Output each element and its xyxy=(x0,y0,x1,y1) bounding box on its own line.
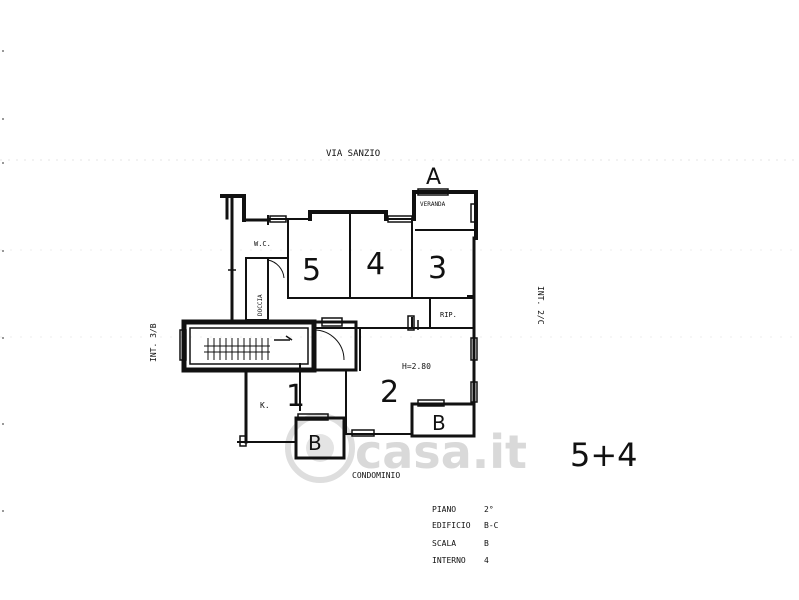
scala-label: SCALA xyxy=(432,539,456,548)
staircase xyxy=(204,335,293,360)
corner-mark-a: A xyxy=(426,165,441,190)
info-block: PIANO 2° EDIFICIO B-C SCALA B INTERNO 4 xyxy=(432,505,499,565)
room-kitchen-label: K. xyxy=(260,401,270,410)
room-doccia-label: DOCCIA xyxy=(257,294,264,316)
side-right-label: INT. 2/C xyxy=(536,286,545,325)
room-1-label: 1 xyxy=(286,379,305,414)
street-bottom-label: CONDOMINIO xyxy=(352,471,400,480)
piano-label: PIANO xyxy=(432,505,456,514)
side-left-label: INT. 3/B xyxy=(149,323,158,362)
window-marks xyxy=(179,188,478,447)
room-3-label: 3 xyxy=(428,251,447,286)
room-height-label: H=2.80 xyxy=(402,362,431,371)
balcony-left-label: B xyxy=(308,431,322,455)
room-rip-label: RIP. xyxy=(440,311,457,319)
rooms-count: 5+4 xyxy=(570,436,638,474)
room-veranda-label: VERANDA xyxy=(420,201,446,208)
interno-label: INTERNO xyxy=(432,556,466,565)
edificio-label: EDIFICIO xyxy=(432,521,471,530)
edificio-value: B-C xyxy=(484,521,499,530)
piano-value: 2° xyxy=(484,505,494,514)
room-4-label: 4 xyxy=(366,247,385,282)
door-arcs xyxy=(267,259,345,361)
walls xyxy=(181,190,478,460)
room-5-label: 5 xyxy=(302,253,321,288)
room-wc-label: W.C. xyxy=(254,240,271,248)
scan-marks xyxy=(2,50,4,512)
street-top-label: VIA SANZIO xyxy=(326,149,380,159)
balcony-right-label: B xyxy=(432,411,446,435)
room-2-label: 2 xyxy=(380,375,399,410)
interno-value: 4 xyxy=(484,556,489,565)
scala-value: B xyxy=(484,539,489,548)
watermark: casa.it xyxy=(285,413,527,483)
